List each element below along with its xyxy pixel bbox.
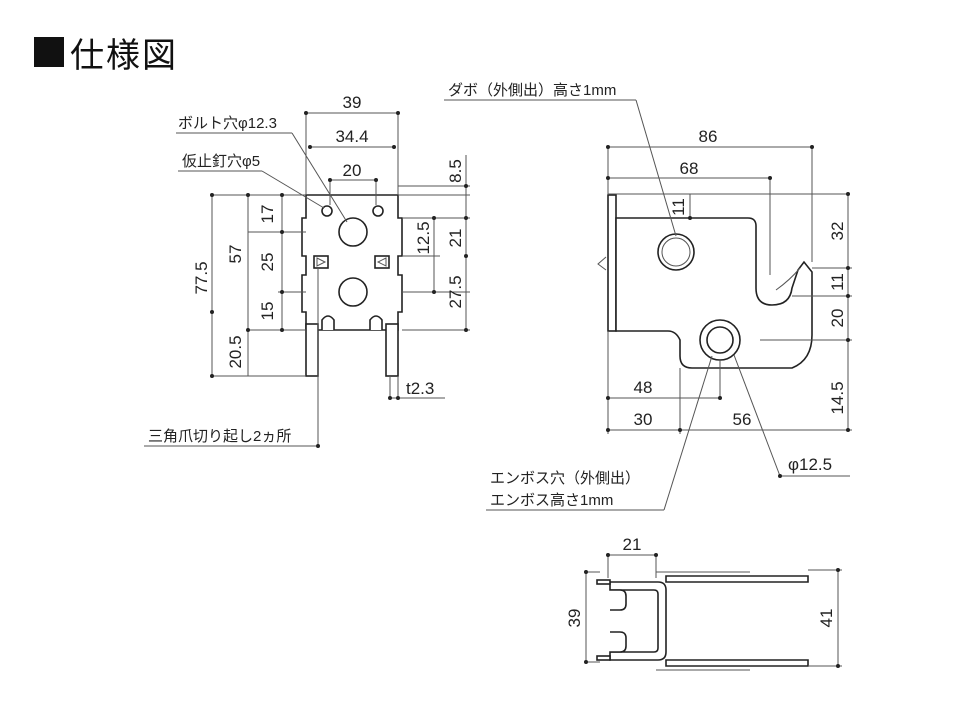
dim-right-21: 21: [446, 229, 465, 248]
dim-left-20-5: 20.5: [226, 335, 245, 368]
bottom-dim-41: 41: [817, 609, 836, 628]
arm-top: [665, 575, 809, 583]
upper-bolt-hole: [338, 217, 368, 247]
left-flange: [305, 323, 319, 377]
dowel: [657, 233, 695, 271]
dim-top-39: 39: [343, 93, 362, 112]
bottom-dim-39: 39: [565, 609, 584, 628]
bottom-view: 21 39 41: [565, 535, 842, 671]
front-view: 39 34.4 20 8.5 12.5 21 27.5 17 57 25: [144, 93, 470, 448]
dim-left-77-5: 77.5: [192, 261, 211, 294]
side-dim-diameter: φ12.5: [788, 455, 832, 474]
tab-bottom: [596, 655, 611, 661]
side-dim-86: 86: [699, 127, 718, 146]
loop-bottom: [610, 631, 627, 653]
title-text: 仕様図: [70, 36, 178, 75]
slot-right: [369, 315, 383, 330]
label-triangle-tabs: 三角爪切り起し2ヵ所: [148, 428, 291, 445]
side-dim-14-5: 14.5: [828, 381, 847, 414]
label-emboss-hole: エンボス穴（外側出）: [490, 470, 640, 487]
side-view: 86 68 11 32 11 20 14.5 48 30 56 ダボ（外側出）高…: [444, 82, 852, 511]
side-dim-30: 30: [634, 410, 653, 429]
dim-left-17: 17: [258, 205, 277, 224]
side-dim-11: 11: [828, 273, 847, 291]
arm-bottom: [665, 659, 809, 667]
dim-top-34-4: 34.4: [335, 127, 368, 146]
dim-left-15: 15: [258, 302, 277, 321]
right-flange: [385, 323, 399, 377]
dim-left-25: 25: [258, 253, 277, 272]
triangle-tab-right: [374, 255, 390, 269]
lower-bolt-hole: [338, 277, 368, 307]
dim-right-12-5: 12.5: [414, 221, 433, 254]
label-dowel: ダボ（外側出）高さ1mm: [448, 82, 616, 99]
side-dim-56: 56: [733, 410, 752, 429]
page-title: 仕様図: [34, 30, 178, 75]
loop-top: [610, 589, 627, 611]
slot-left: [321, 315, 335, 330]
nail-hole-right: [372, 205, 384, 217]
side-dim-68: 68: [680, 159, 699, 178]
label-nail-hole: 仮止釘穴φ5: [182, 153, 260, 170]
nail-hole-left: [321, 205, 333, 217]
tab-top: [596, 579, 611, 585]
side-dim-11-top: 11: [669, 198, 688, 216]
label-emboss-height: エンボス高さ1mm: [490, 492, 613, 509]
dim-top-20: 20: [343, 161, 362, 180]
side-flange: [607, 194, 617, 332]
bottom-dim-21: 21: [623, 535, 642, 554]
title-square-icon: [34, 37, 64, 67]
dim-thickness: t2.3: [406, 379, 434, 398]
side-dim-20: 20: [828, 309, 847, 328]
dim-right-8-5: 8.5: [446, 159, 465, 183]
dim-right-27-5: 27.5: [446, 275, 465, 308]
side-dim-48: 48: [634, 378, 653, 397]
dim-left-57: 57: [226, 245, 245, 264]
triangle-tab-left: [313, 255, 329, 269]
label-bolt-hole: ボルト穴φ12.3: [178, 115, 277, 132]
side-dim-32: 32: [828, 222, 847, 241]
